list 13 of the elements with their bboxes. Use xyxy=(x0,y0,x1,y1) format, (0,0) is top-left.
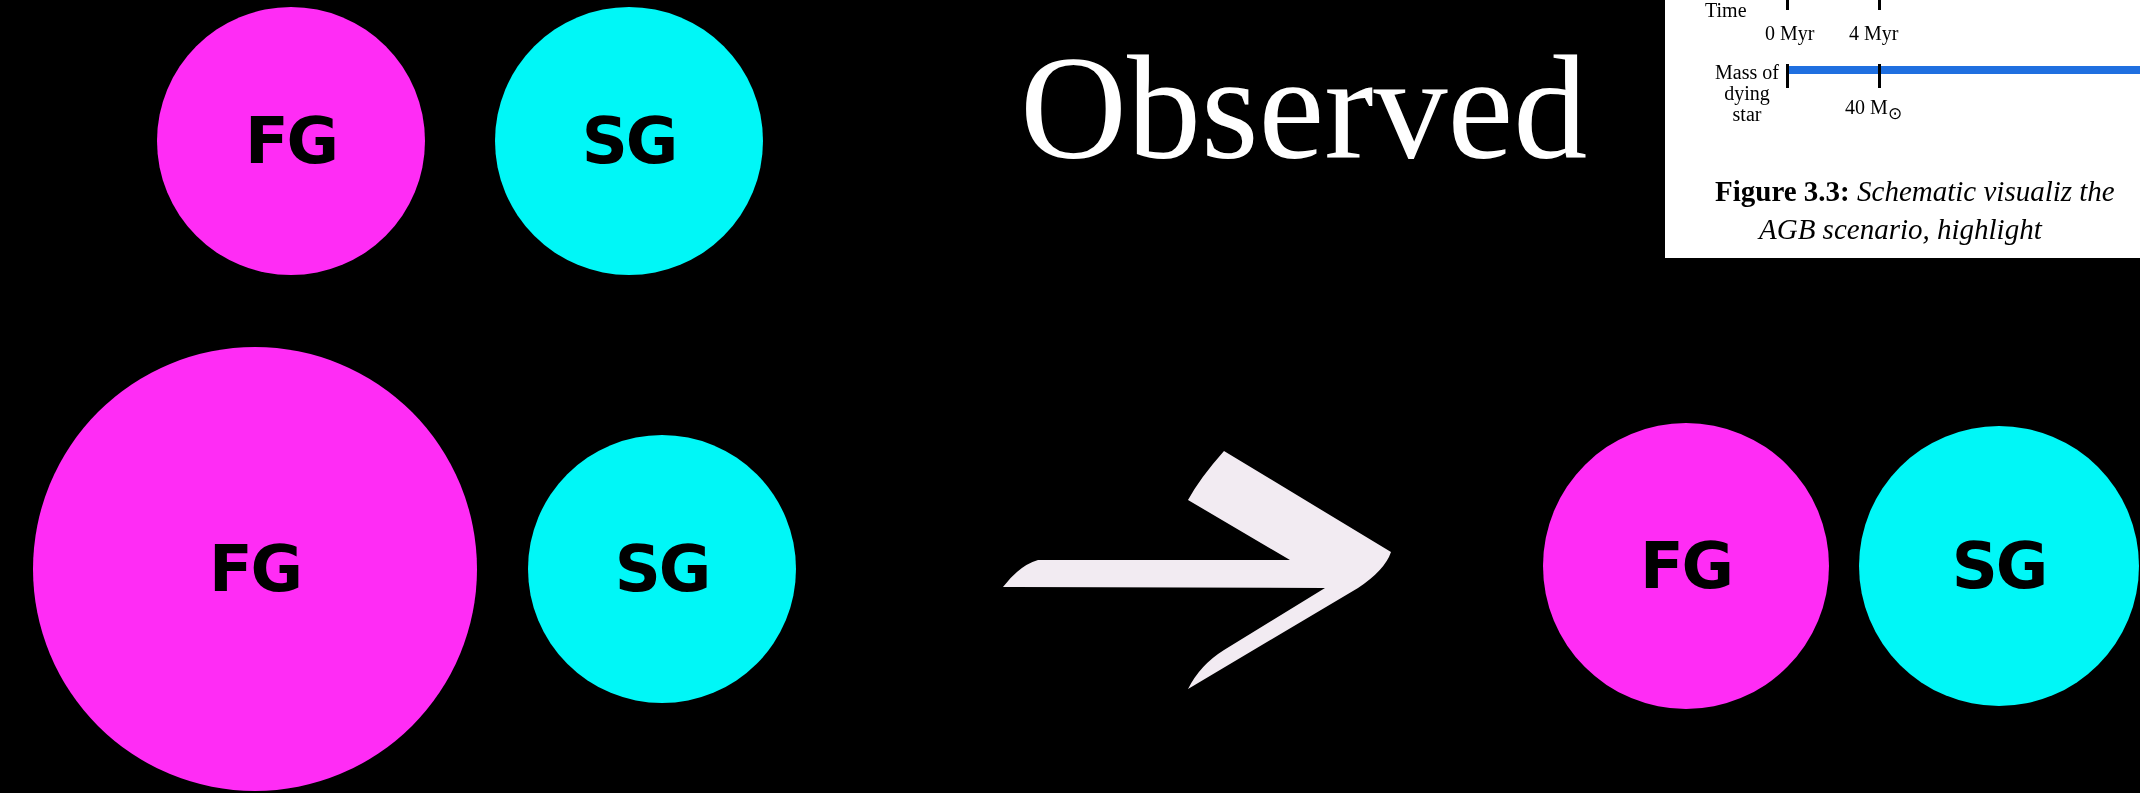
circle-label: SG xyxy=(614,532,710,606)
circle-label: FG xyxy=(208,532,302,606)
heading: Observed xyxy=(1020,34,1588,182)
circle-label: SG xyxy=(581,104,677,178)
axis-label: Time xyxy=(1705,0,1747,20)
figure-caption: Figure 3.3: Schematic visualiz the AGB scenario, highlight xyxy=(1715,174,2115,247)
circle-label: SG xyxy=(1951,529,2047,603)
tick-label: 0 Myr xyxy=(1765,22,1815,45)
tick-label: 4 Myr xyxy=(1849,22,1899,45)
axis-label: Mass of dying star xyxy=(1714,62,1780,125)
tick-label: 40 M$_{⊙}$ xyxy=(1845,96,1902,124)
circle-label: FG xyxy=(1639,529,1733,603)
circle-label: FG xyxy=(244,104,338,178)
